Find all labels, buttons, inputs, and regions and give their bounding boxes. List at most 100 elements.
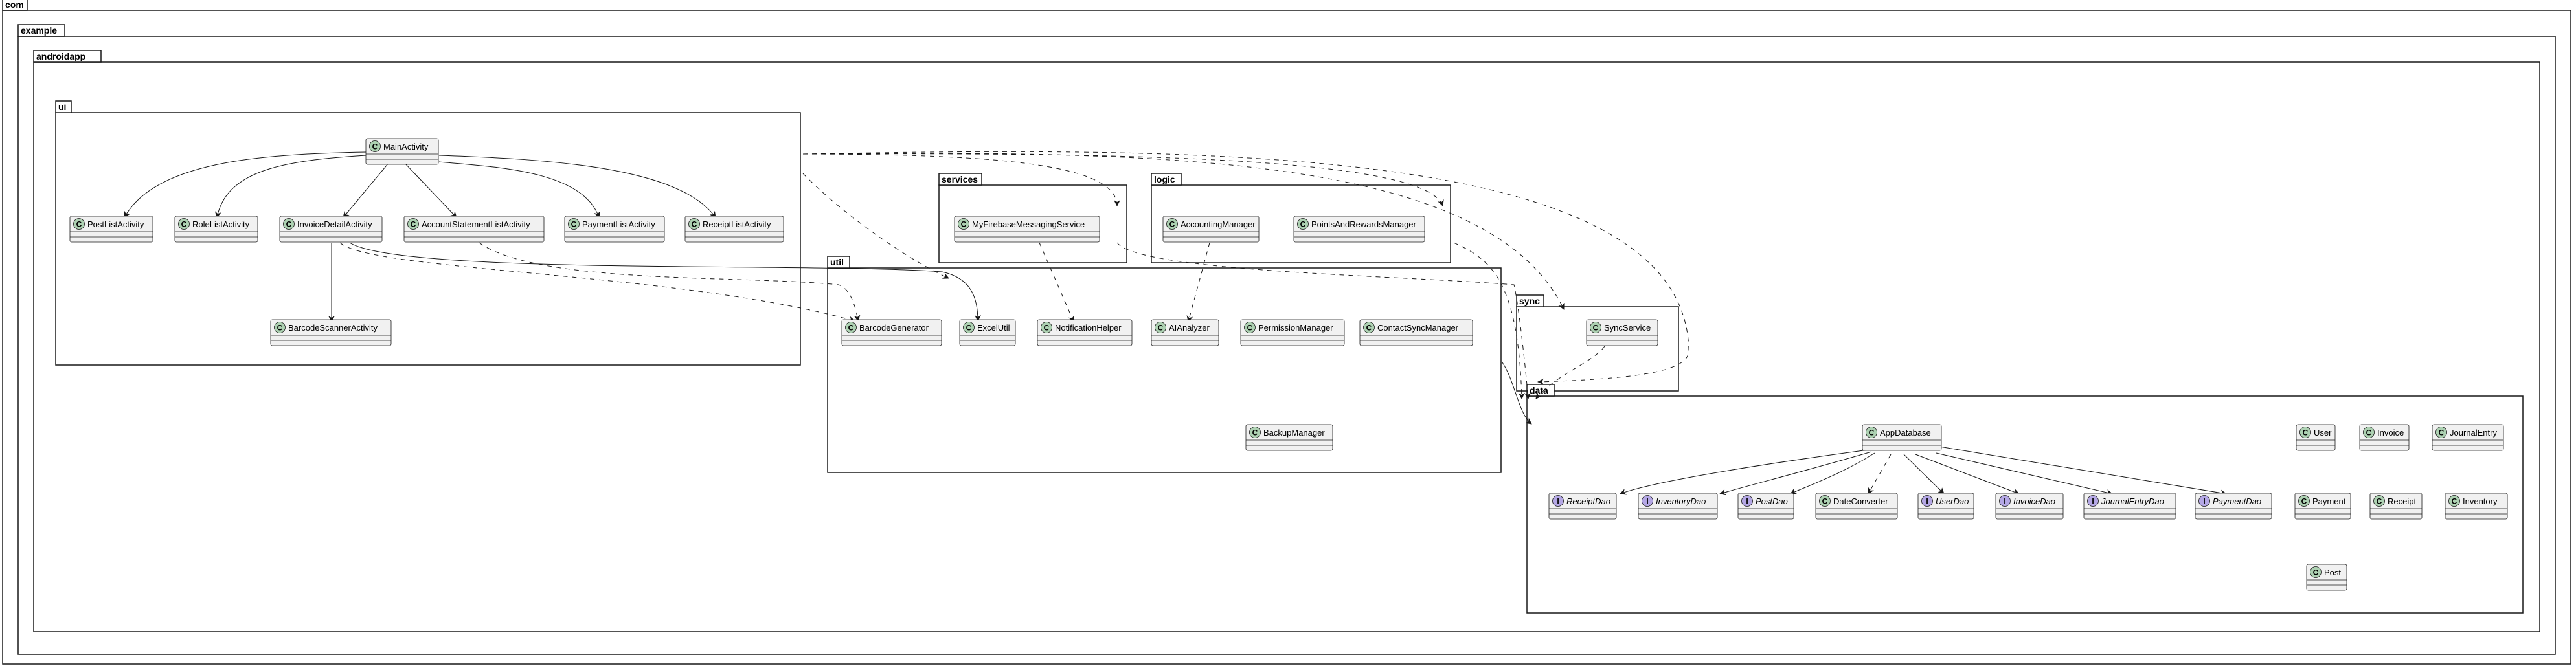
badge-letter: C — [372, 142, 378, 151]
edge-main-to-accountstatement — [404, 162, 457, 218]
badge-letter: C — [2313, 568, 2319, 577]
badge-letter: C — [1044, 324, 1050, 333]
interface-badge-icon — [1921, 495, 1933, 507]
badge-letter: C — [411, 220, 416, 229]
class-badge-icon — [1155, 322, 1166, 333]
class-badge-icon — [1363, 322, 1375, 333]
package-label-example: example — [21, 25, 57, 36]
edge-main-to-invoicedetail — [343, 162, 389, 218]
edge-syncservice-to-data — [1535, 346, 1605, 399]
class-name: PointsAndRewardsManager — [1311, 219, 1417, 229]
package-services: services — [938, 173, 1127, 263]
class-barcode-scanner-activity[interactable]: C BarcodeScannerActivity — [270, 319, 392, 346]
class-name: PostListActivity — [87, 219, 144, 229]
package-example: example — [17, 24, 2556, 655]
package-sync: sync — [1516, 294, 1679, 392]
edge-appdb-to-journalentrydao — [1936, 452, 2113, 496]
edge-util-to-data — [1502, 362, 1532, 425]
interface-badge-icon — [1552, 495, 1564, 507]
class-name: BackupManager — [1263, 428, 1325, 438]
package-label-logic: logic — [1154, 174, 1175, 184]
package-label-util: util — [830, 257, 844, 267]
badge-letter: C — [286, 220, 292, 229]
package-label-sync: sync — [1519, 296, 1540, 306]
class-excel-util[interactable]: C ExcelUtil — [959, 319, 1016, 346]
edge-main-to-rolelist — [214, 155, 367, 218]
edge-ui-to-util — [802, 173, 949, 279]
badge-letter: C — [1247, 324, 1253, 333]
class-account-statement-list-activity[interactable]: C AccountStatementListActivity — [403, 216, 545, 243]
badge-letter: C — [848, 324, 854, 333]
badge-letter: C — [277, 324, 283, 333]
badge-letter: C — [966, 324, 972, 333]
class-badge-icon — [2310, 566, 2322, 578]
class-name: BarcodeScannerActivity — [288, 323, 378, 333]
edge-services-to-data — [1116, 242, 1531, 399]
badge-letter: I — [2092, 497, 2094, 506]
badge-letter: C — [1593, 324, 1599, 333]
class-name: SyncService — [1604, 323, 1651, 333]
class-badge-icon — [407, 218, 419, 230]
class-name: Receipt — [2388, 496, 2416, 506]
edge-ui-to-data — [802, 151, 1689, 385]
class-name: Inventory — [2463, 496, 2498, 506]
interface-badge-icon — [1741, 495, 1753, 507]
class-badge-icon — [568, 218, 580, 230]
package-label-ui: ui — [58, 102, 66, 112]
class-name: JournalEntry — [2450, 428, 2497, 438]
badge-letter: I — [1557, 497, 1559, 506]
class-name: PaymentDao — [2213, 496, 2261, 506]
badge-letter: I — [2004, 497, 2005, 506]
class-contact-sync-manager[interactable]: C ContactSyncManager — [1359, 319, 1473, 346]
class-sync-service[interactable]: C SyncService — [1586, 319, 1658, 346]
package-data: data — [1526, 384, 2524, 614]
class-name: ContactSyncManager — [1377, 323, 1459, 333]
class-name: AccountStatementListActivity — [422, 219, 530, 229]
badge-letter: C — [1158, 324, 1164, 333]
class-name: User — [2314, 428, 2332, 438]
class-badge-icon — [845, 322, 857, 333]
badge-letter: C — [1366, 324, 1372, 333]
edge-main-to-receiptlist — [438, 155, 716, 218]
class-name: ExcelUtil — [977, 323, 1010, 333]
class-name: AccountingManager — [1181, 219, 1256, 229]
class-badge-icon — [1166, 218, 1178, 230]
edge-appdb-to-postdao — [1790, 452, 1875, 494]
class-badge-icon — [963, 322, 975, 333]
badge-letter: C — [1869, 428, 1875, 438]
package-ui: ui — [55, 100, 801, 366]
class-badge-icon — [1297, 218, 1309, 230]
